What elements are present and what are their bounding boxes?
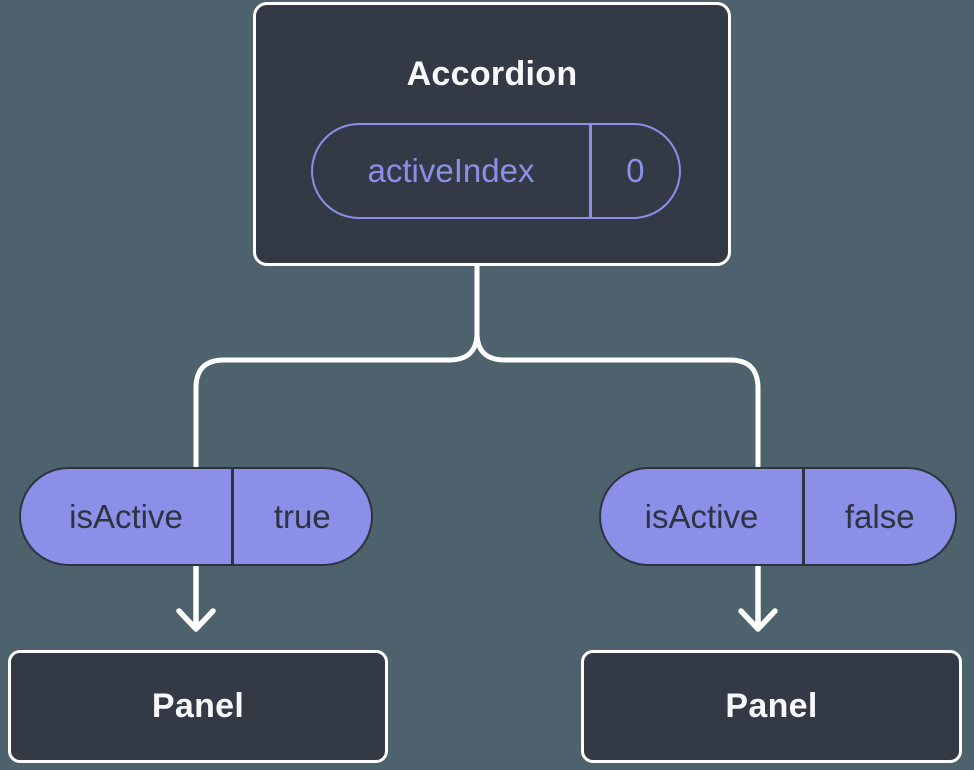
panel-node-right: Panel [581, 650, 962, 763]
prop-pill-value: true [273, 497, 331, 535]
prop-pill-divider [802, 469, 805, 564]
connector-branch-right [474, 332, 761, 470]
prop-pill-name: isActive [69, 497, 183, 535]
state-pill-divider [589, 125, 592, 217]
prop-pill-name: isActive [644, 497, 759, 535]
state-pill-value: 0 [626, 152, 645, 189]
accordion-node: Accordion activeIndex 0 [253, 2, 731, 266]
down-arrow-right-icon [738, 563, 778, 632]
prop-pill-divider [231, 469, 234, 564]
state-pill-activeindex: activeIndex 0 [311, 123, 681, 219]
accordion-node-title: Accordion [406, 55, 578, 93]
prop-pill-isactive-false: isActive false [599, 467, 957, 566]
state-pill-name: activeIndex [367, 152, 535, 189]
panel-node-left: Panel [8, 650, 388, 763]
prop-pill-value: false [844, 497, 915, 535]
prop-pill-isactive-true: isActive true [19, 467, 373, 566]
down-arrow-left-icon [176, 563, 216, 632]
connector-branch-left [193, 332, 480, 470]
